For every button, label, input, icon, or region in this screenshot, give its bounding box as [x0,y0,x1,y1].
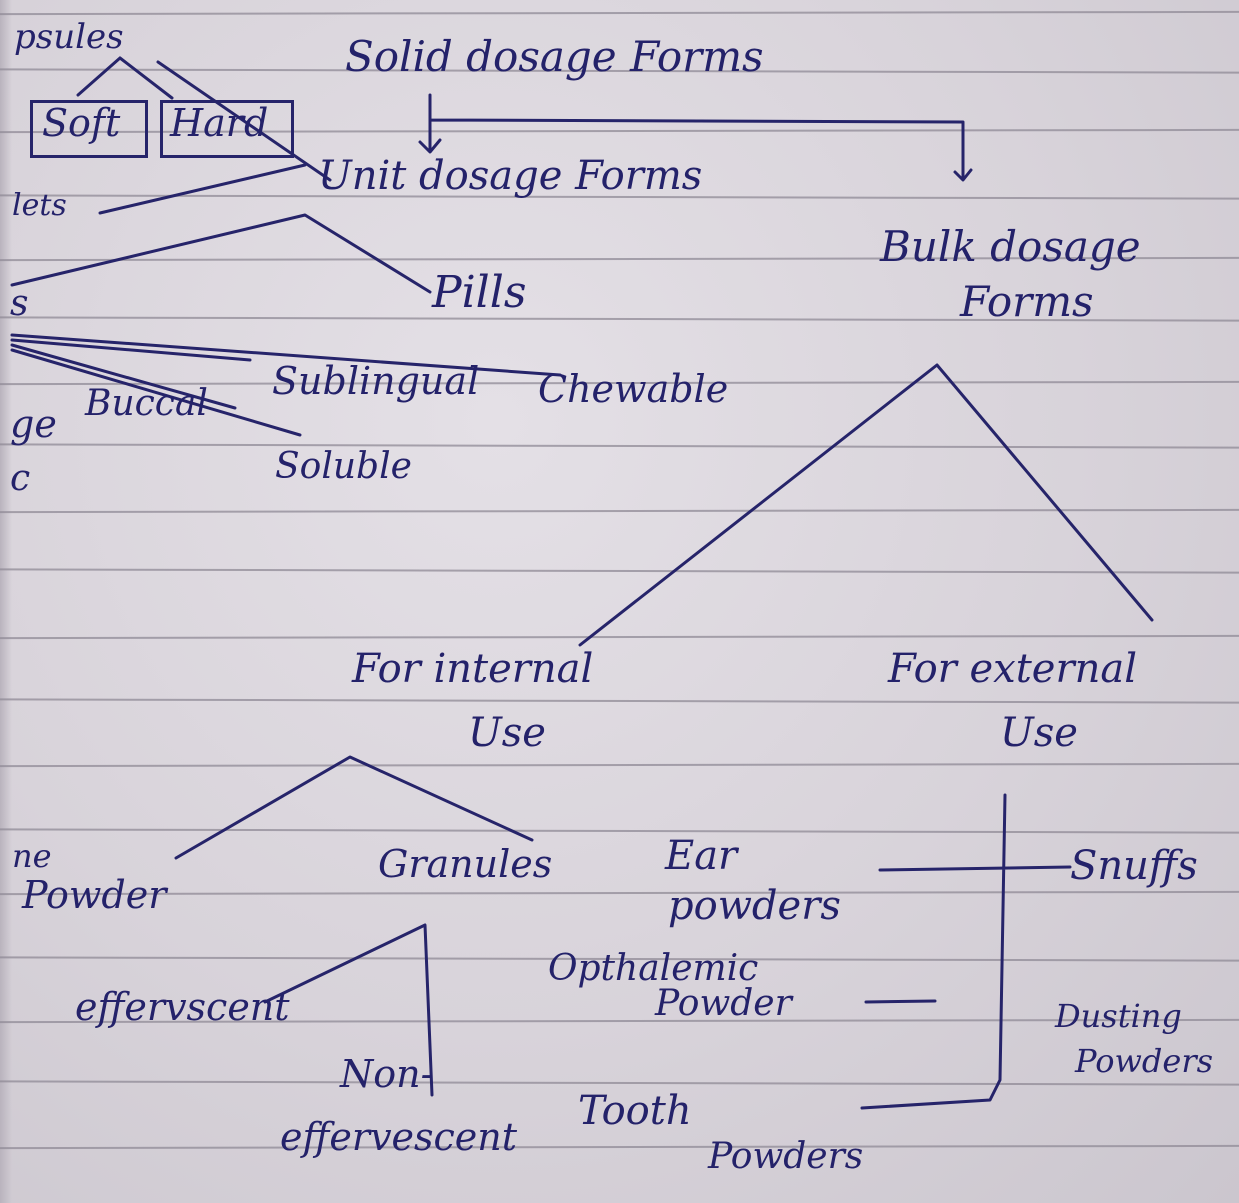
simple-powder-line2: Powder [22,873,167,917]
bulk-arrowhead [953,168,973,182]
ophthalmic-line2: Powder [655,983,792,1024]
capsules-label: psules [14,17,124,57]
unit-dosage-forms-label: Unit dosage Forms [318,153,703,199]
ophthalmic-line1: Opthalemic [548,948,759,989]
hard-label: Hard [170,101,269,145]
tooth-powders-line2: Powders [708,1136,864,1177]
unit-split-connector [10,213,432,294]
s-fragment: s [10,283,29,324]
internal-use-line2: Use [468,710,546,756]
internal-use-line1: For internal [352,646,594,692]
ear-powders-line1: Ear [665,833,738,879]
hard-capsule-box [160,100,294,158]
soft-label: Soft [42,101,121,145]
simple-powder-line1: ne [12,837,52,875]
title-solid-dosage-forms: Solid dosage Forms [345,32,764,81]
ge-fragment: ge [10,402,57,446]
snuffs-label: Snuffs [1070,843,1198,889]
page-edge-shadow [0,0,12,1203]
ear-powders-line2: powders [668,883,841,929]
tablets-label: lets [12,188,67,223]
external-use-line1: For external [888,646,1137,692]
bulk-dosage-line1: Bulk dosage [880,222,1141,271]
sublingual-label: Sublingual [272,359,480,403]
pills-label: Pills [432,267,527,318]
granules-label: Granules [378,842,553,886]
buccal-label: Buccal [85,383,208,424]
soluble-label: Soluble [275,446,412,487]
granules-split-connector [263,923,434,1097]
internal-split-connector [174,755,534,860]
external-use-line2: Use [1000,710,1078,756]
external-bracket [860,793,1072,1110]
dusting-powders-line1: Dusting [1055,997,1182,1035]
unit-arrowhead [418,138,442,154]
capsules-branch-connector [76,56,332,182]
tablet-types-fan [10,333,562,437]
chewable-label: Chewable [538,367,729,411]
bulk-dosage-line2: Forms [960,277,1094,326]
non-effervescent-line2: effervescent [280,1115,518,1159]
soft-capsule-box [30,100,148,158]
bulk-split-connector [578,363,1154,647]
effervescent-label: effervscent [75,985,290,1029]
dusting-powders-line2: Powders [1075,1042,1214,1080]
c-fragment: c [10,458,31,499]
tooth-powders-line1: Tooth [578,1088,692,1134]
tablets-connector [98,163,307,215]
non-effervescent-line1: Non- [340,1052,434,1096]
solid-split-connector [428,93,965,180]
